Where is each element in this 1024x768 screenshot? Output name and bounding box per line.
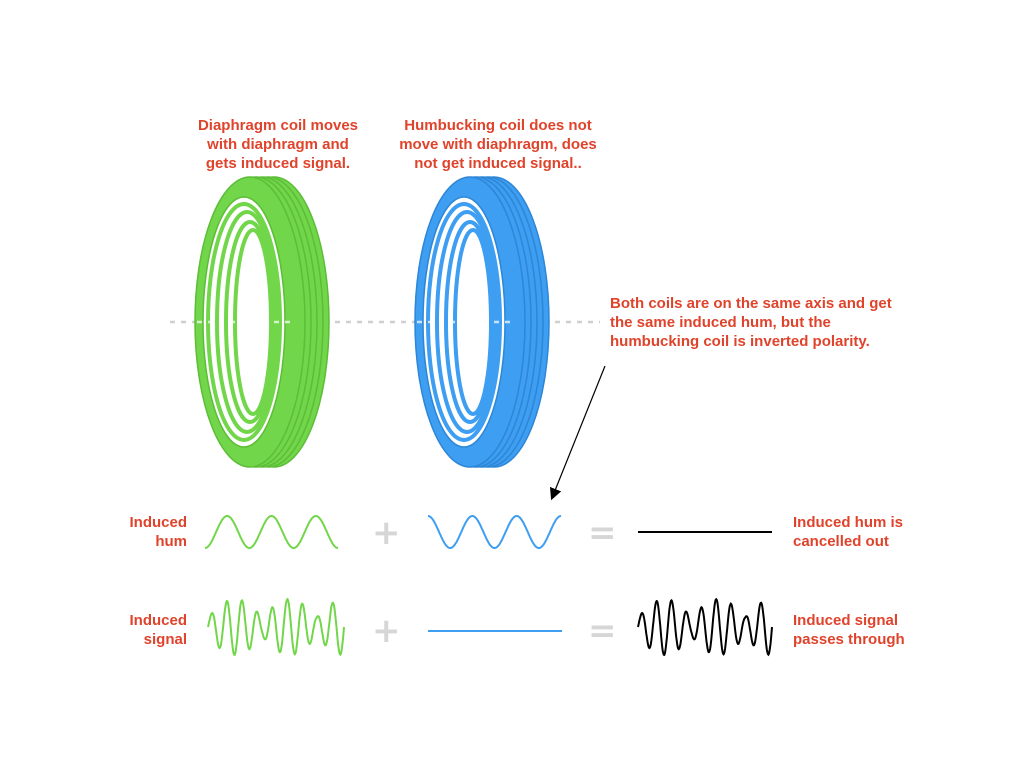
signal-result-wave: [637, 597, 773, 657]
induced-hum-wave-diaphragm: [204, 514, 339, 549]
hum-result-label: Induced hum is cancelled out: [793, 514, 904, 550]
induced-signal-wave-diaphragm: [207, 597, 345, 657]
annotation-arrow: [550, 365, 606, 501]
induced-hum-wave-humbucking: [427, 515, 562, 550]
induced-signal-label: Induced signal: [129, 612, 187, 648]
axis-note-label: Both coils are on the same axis and get …: [610, 295, 892, 350]
plus-operator-hum: +: [372, 513, 401, 553]
diaphragm-coil-label: Diaphragm coil moves with diaphragm and …: [197, 117, 359, 172]
humbucking-coil: [395, 176, 550, 468]
induced-hum-label: Induced hum: [129, 514, 187, 550]
equals-operator-hum: =: [588, 513, 617, 553]
signal-result-label: Induced signal passes through: [793, 612, 905, 648]
equals-operator-signal: =: [588, 611, 617, 651]
humbucking-coil-label: Humbucking coil does not move with diaph…: [399, 117, 597, 172]
plus-operator-signal: +: [372, 611, 401, 651]
diaphragm-coil: [175, 176, 330, 468]
